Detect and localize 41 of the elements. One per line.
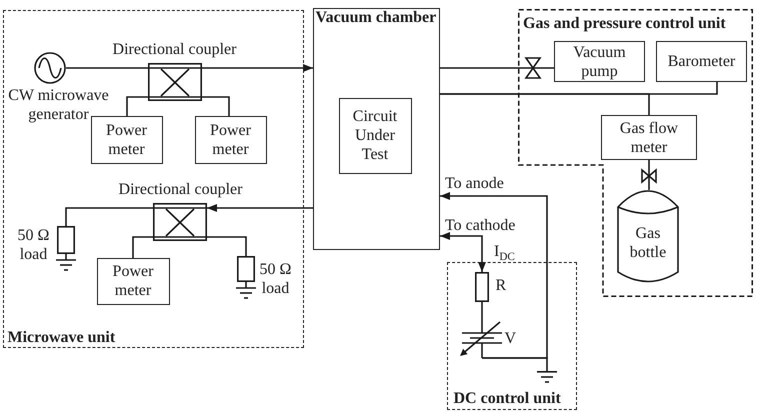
edge-label: To cathode — [445, 216, 516, 235]
solid-group-frame — [313, 8, 440, 250]
component-label: 50 Ω load — [258, 260, 292, 298]
connector-line — [482, 357, 548, 371]
connector-line — [440, 93, 650, 115]
dashed-group-frame — [3, 10, 304, 348]
connector-line — [481, 302, 483, 321]
current-label: I$_{DC}$ — [494, 242, 515, 266]
group-title: Gas and pressure control unit — [523, 15, 726, 32]
double-headed-arrow — [440, 232, 486, 272]
connector-line — [207, 236, 247, 256]
group-title: Vacuum chamber — [316, 8, 436, 26]
component-box: Vacuum pump — [554, 41, 645, 82]
connector-line — [66, 67, 148, 69]
connector-line — [132, 236, 153, 258]
dashed-group-frame — [518, 9, 753, 297]
connector-line — [440, 67, 554, 69]
ground-symbol — [536, 370, 556, 382]
gas-cylinder: Gas bottle — [617, 190, 679, 284]
group-title: DC control unit — [454, 390, 561, 406]
connector-line — [648, 160, 650, 190]
arrow — [202, 64, 313, 72]
component-box: Circuit Under Test — [338, 98, 412, 174]
component-box: Power meter — [194, 116, 266, 164]
component-label: Directional coupler — [118, 180, 244, 198]
component-box: Power meter — [96, 258, 170, 304]
component-label: Directional coupler — [112, 40, 238, 58]
component-box: Gas flow meter — [601, 115, 697, 160]
component-box: Power meter — [90, 116, 162, 164]
connector-line — [202, 96, 230, 116]
arrow — [440, 192, 548, 359]
component-label: 50 Ω load — [16, 226, 50, 264]
group-title: Microwave unit — [8, 328, 116, 346]
connector-line — [126, 96, 148, 116]
dashed-group-frame — [447, 262, 577, 410]
edge-label: To anode — [445, 174, 504, 193]
component-label: R — [496, 276, 506, 294]
connector-line — [65, 207, 153, 226]
component-box: Barometer — [656, 41, 747, 82]
component-label: V — [504, 328, 516, 348]
arrow — [207, 204, 313, 212]
